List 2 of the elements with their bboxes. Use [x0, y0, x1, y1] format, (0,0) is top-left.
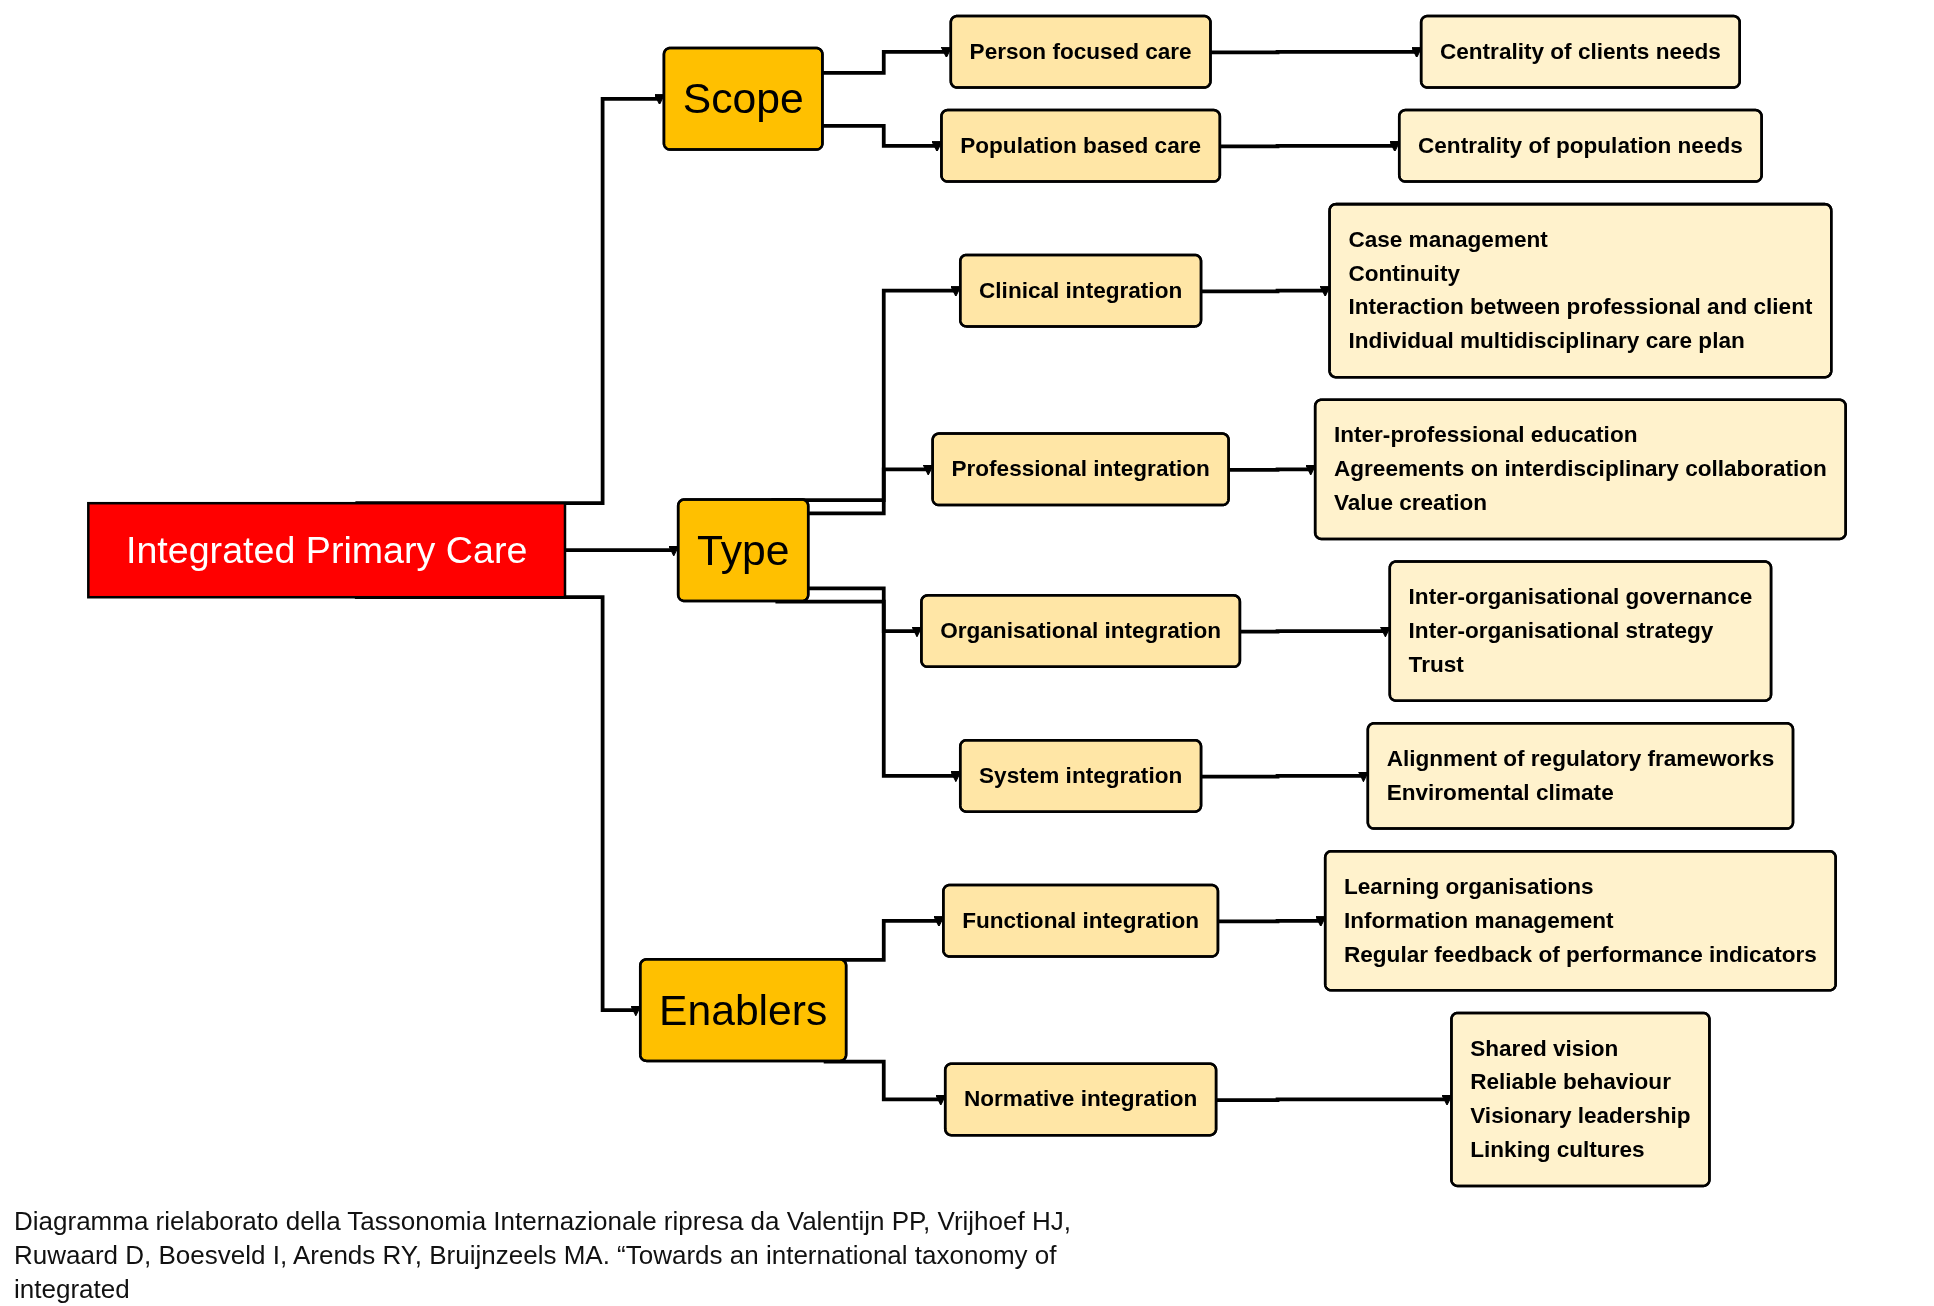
node-box: Integrated Primary Care — [87, 501, 567, 599]
caption: Diagramma rielaborato della Tassonomia Internazionale ripresa da Valentijn PP, Vrijhoef HJ, Ruwaard D, Boesveld I, Arends RY, Bruijnzeels MA. “Towards an international taxonomy of integrated — [14, 1205, 1072, 1306]
